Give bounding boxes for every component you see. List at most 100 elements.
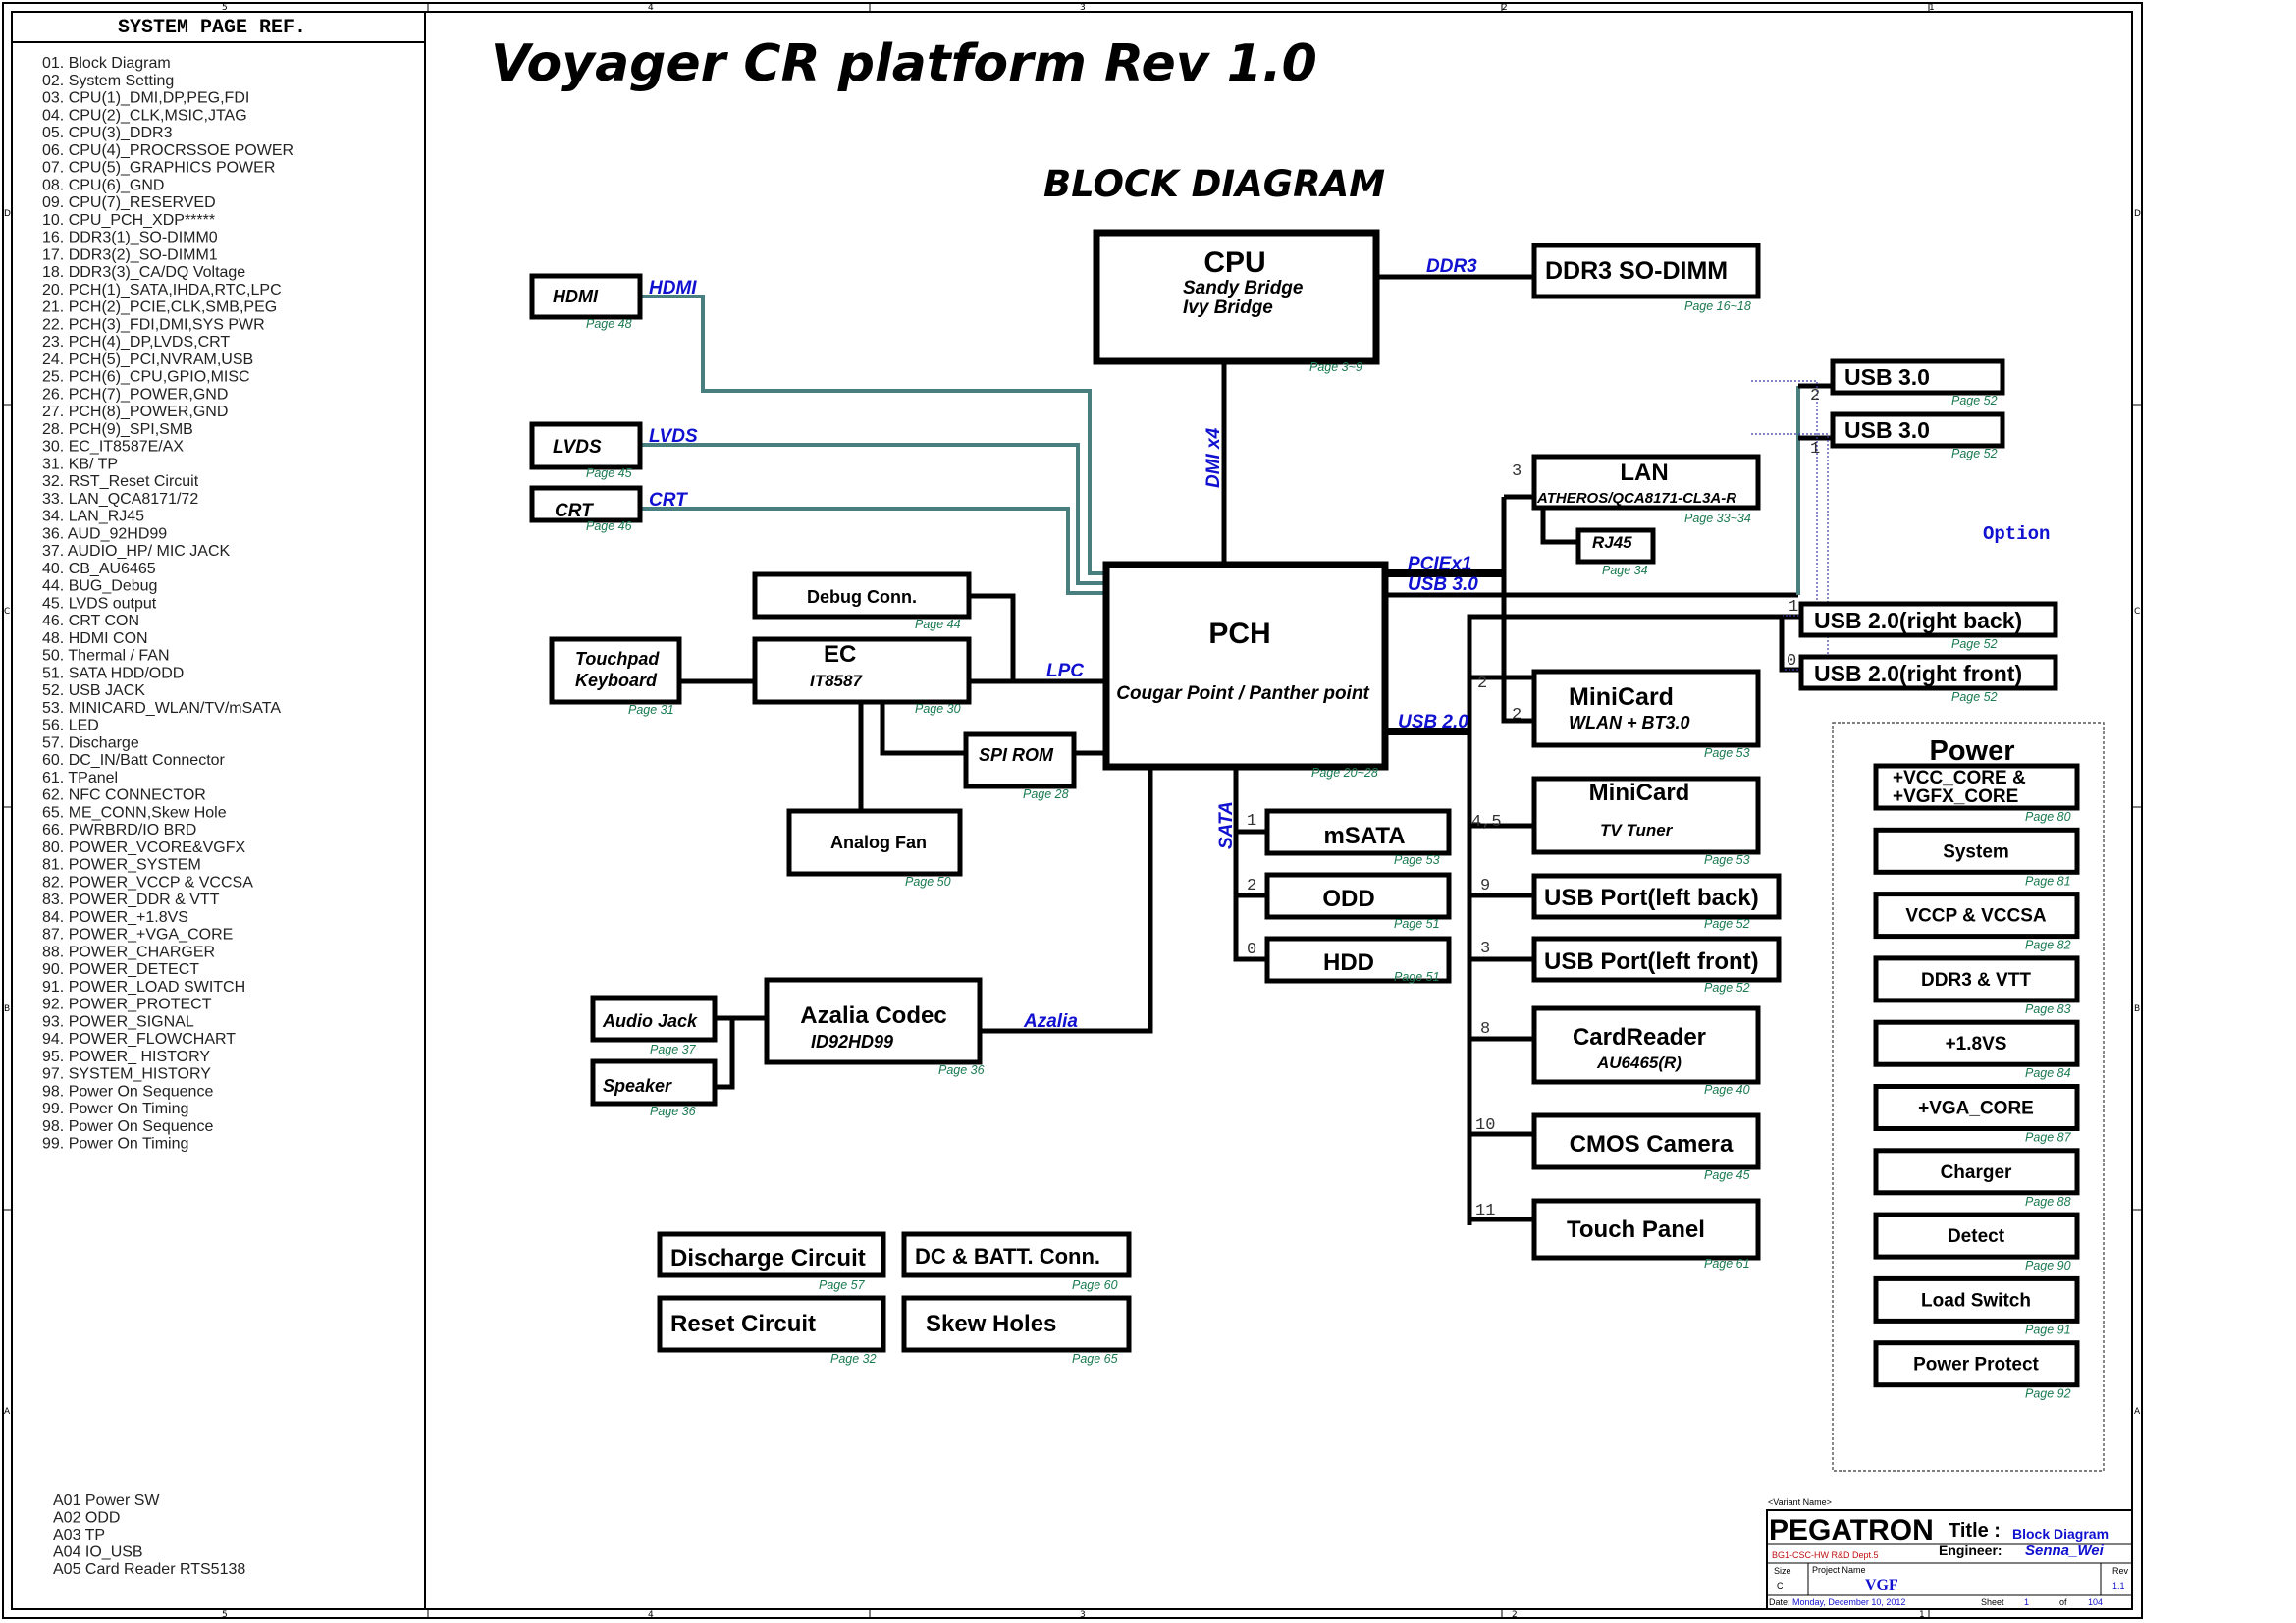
block-usb30-port1[interactable]: USB 3.0 Page 52 1 xyxy=(1810,411,2005,460)
block-speaker[interactable]: Speaker Page 36 xyxy=(590,1058,718,1118)
block-minicard-wlan[interactable]: MiniCard WLAN + BT3.0 Page 53 2 2 xyxy=(1477,669,1761,760)
block-lan[interactable]: LAN ATHEROS/QCA8171-CL3A-R Page 33~34 xyxy=(1531,454,1761,525)
lan-page: Page 33~34 xyxy=(1684,512,1751,525)
power-block-page: Page 92 xyxy=(2025,1387,2071,1401)
block-usb-left-back[interactable]: USB Port(left back) Page 52 9 xyxy=(1480,873,1782,931)
power-block-label: Detect xyxy=(1948,1226,2005,1247)
zone-row-c: C xyxy=(4,607,10,617)
page-ref-item: 05. CPU(3)_DDR3 xyxy=(42,125,173,141)
power-block-page: Page 88 xyxy=(2025,1195,2071,1209)
discharge-page: Page 57 xyxy=(819,1278,866,1292)
page-ref-header: SYSTEM PAGE REF. xyxy=(118,17,306,39)
page-ref-item: 32. RST_Reset Circuit xyxy=(42,473,199,490)
block-cardreader[interactable]: CardReader AU6465(R) Page 40 8 xyxy=(1480,1005,1761,1097)
page-ref-item: 60. DC_IN/Batt Connector xyxy=(42,752,226,769)
page-ref-item: 27. PCH(8)_POWER,GND xyxy=(42,404,228,420)
ec-page: Page 30 xyxy=(915,702,961,716)
block-ddr3-sodimm[interactable]: DDR3 SO-DIMM Page 16~18 xyxy=(1531,243,1761,313)
page-ref-item: 48. HDMI CON xyxy=(42,630,148,647)
block-skew-holes[interactable]: Skew Holes Page 65 xyxy=(901,1295,1132,1366)
block-rj45[interactable]: RJ45 Page 34 xyxy=(1575,527,1656,577)
block-dc-batt-conn[interactable]: DC & BATT. Conn. Page 60 xyxy=(901,1231,1132,1292)
block-pch[interactable]: PCH Cougar Point / Panther point Page 20… xyxy=(1102,561,1389,780)
bus-hdmi: HDMI xyxy=(649,278,697,298)
skew-label: Skew Holes xyxy=(926,1311,1056,1337)
power-title: Power xyxy=(1929,735,2014,767)
ec-label: EC xyxy=(824,641,856,668)
usblf-page: Page 52 xyxy=(1704,981,1750,995)
block-odd[interactable]: ODD Page 51 2 xyxy=(1247,872,1452,931)
title-label: Title : xyxy=(1949,1520,2001,1542)
block-touchpad-keyboard[interactable]: Touchpad Keyboard Page 31 xyxy=(549,636,682,717)
page-ref-item: 25. PCH(6)_CPU,GPIO,MISC xyxy=(42,369,250,386)
page-ref-item: 31. KB/ TP xyxy=(42,456,118,472)
page-ref-item: 45. LVDS output xyxy=(42,595,157,612)
audiojack-label: Audio Jack xyxy=(602,1011,698,1031)
block-hdd[interactable]: HDD Page 51 0 xyxy=(1247,936,1452,984)
power-block-page: Page 84 xyxy=(2025,1066,2071,1080)
ddr3-page: Page 16~18 xyxy=(1684,299,1751,313)
block-usb20-right-back[interactable]: USB 2.0(right back) Page 52 1 xyxy=(1789,598,2058,651)
block-usb-left-front[interactable]: USB Port(left front) Page 52 3 xyxy=(1480,936,1782,995)
block-debug-conn[interactable]: Debug Conn. Page 44 xyxy=(752,571,972,631)
page-ref-item: 84. POWER_+1.8VS xyxy=(42,909,188,926)
page-ref-item: 22. PCH(3)_FDI,DMI,SYS PWR xyxy=(42,316,265,333)
block-usb20-right-front[interactable]: USB 2.0(right front) Page 52 0 xyxy=(1787,652,2058,704)
block-cpu[interactable]: CPU Sandy Bridge Ivy Bridge Page 3~9 xyxy=(1093,229,1380,374)
msata-label: mSATA xyxy=(1323,823,1405,849)
wire-usb20-right xyxy=(1779,617,1801,673)
usb20rf-port: 0 xyxy=(1787,652,1796,671)
page-ref-addendum-item: A03 TP xyxy=(53,1527,105,1543)
touchpanel-label: Touch Panel xyxy=(1567,1217,1705,1243)
zone-col-1: 1 xyxy=(1929,3,1935,13)
power-block-page: Page 91 xyxy=(2025,1323,2071,1336)
block-touch-panel[interactable]: Touch Panel Page 61 11 xyxy=(1475,1198,1761,1271)
zone-markers: 5 4 3 2 1 5 4 3 2 1 D C B A D C B A xyxy=(3,3,2142,1620)
block-azalia-codec[interactable]: Azalia Codec ID92HD99 Page 36 xyxy=(764,977,985,1077)
page-ref-item: 46. CRT CON xyxy=(42,613,139,629)
block-ec[interactable]: EC IT8587 Page 30 xyxy=(752,636,972,716)
zone-col-3-bottom: 3 xyxy=(1080,1610,1086,1620)
page-ref-item: 90. POWER_DETECT xyxy=(42,961,199,978)
block-cmos-camera[interactable]: CMOS Camera Page 45 10 xyxy=(1475,1112,1761,1182)
block-hdmi[interactable]: HDMI Page 48 xyxy=(529,273,643,331)
zone-col-5: 5 xyxy=(222,3,228,13)
zone-row-d: D xyxy=(4,209,11,219)
block-audio-jack[interactable]: Audio Jack Page 37 xyxy=(590,995,718,1056)
dcbatt-label: DC & BATT. Conn. xyxy=(915,1244,1100,1269)
sheet-total: 104 xyxy=(2088,1597,2103,1607)
option-link-1 xyxy=(1751,380,1818,617)
block-usb30-port2[interactable]: USB 3.0 Page 52 2 xyxy=(1810,358,2005,407)
page-ref-item: 02. System Setting xyxy=(42,73,174,89)
zone-row-d-right: D xyxy=(2134,209,2141,219)
bus-usb20: USB 2.0 xyxy=(1398,712,1468,732)
block-reset-circuit[interactable]: Reset Circuit Page 32 xyxy=(657,1295,886,1366)
usblf-label: USB Port(left front) xyxy=(1544,948,1759,975)
power-block-page: Page 80 xyxy=(2025,810,2071,824)
block-discharge-circuit[interactable]: Discharge Circuit Page 57 xyxy=(657,1231,886,1292)
block-crt[interactable]: CRT Page 46 xyxy=(529,485,643,533)
project-label: Project Name xyxy=(1812,1565,1866,1575)
block-analog-fan[interactable]: Analog Fan Page 50 xyxy=(786,808,963,889)
page-ref-item: 37. AUDIO_HP/ MIC JACK xyxy=(42,543,230,560)
usb30b-label: USB 3.0 xyxy=(1844,417,1930,443)
block-minicard-tv[interactable]: MiniCard TV Tuner Page 53 4,5 xyxy=(1471,776,1761,867)
minicard2-port: 4,5 xyxy=(1471,813,1502,832)
wire-pcie-bus xyxy=(1501,497,1534,724)
block-lvds[interactable]: LVDS Page 45 xyxy=(529,421,643,480)
reset-page: Page 32 xyxy=(830,1352,877,1366)
block-spi-rom[interactable]: SPI ROM Page 28 xyxy=(963,731,1077,801)
block-msata[interactable]: mSATA Page 53 1 xyxy=(1247,808,1452,867)
zone-col-4: 4 xyxy=(648,3,654,13)
